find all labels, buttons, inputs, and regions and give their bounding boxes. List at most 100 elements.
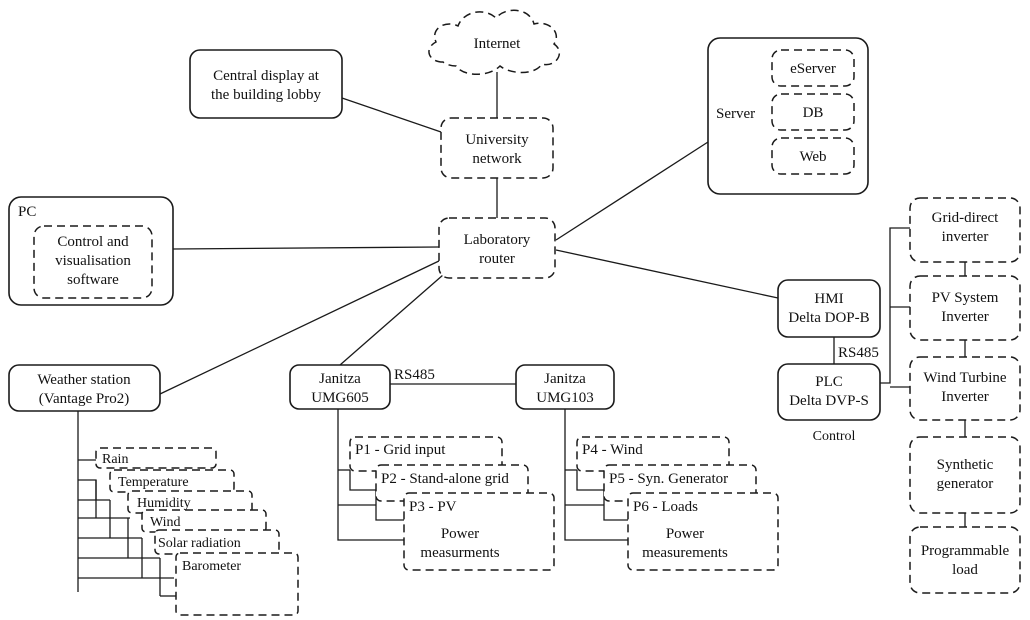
laboratory-router-box [438, 217, 556, 279]
link-router-hmi [555, 249, 779, 299]
central-display-label-line2: the building lobby [211, 87, 321, 103]
laboratory-router-label-line2: router [479, 251, 515, 267]
control-software-label-line2: visualisation [55, 253, 131, 269]
link-router-weather [159, 259, 442, 395]
point-label: P5 - Syn. Generator [609, 471, 728, 487]
ladder-spine [337, 402, 404, 541]
laboratory-router-node: Laboratory router [438, 217, 556, 279]
server-item-web-label: Web [799, 149, 826, 165]
device-label: Programmable [921, 543, 1010, 559]
device-grid-direct-inverter [909, 197, 1021, 263]
server-item-db [771, 93, 855, 131]
hmi-node: HMI Delta DOP-B [777, 279, 881, 338]
device-label: PV System [932, 290, 999, 306]
university-network-box [440, 117, 554, 179]
device-label: Inverter [941, 389, 988, 405]
server-label: Server [716, 106, 755, 122]
control-software-label-line1: Control and [57, 234, 129, 250]
device-programmable-load [909, 526, 1021, 594]
internet-label: Internet [474, 36, 521, 52]
janitza103-points: P4 - Wind P5 - Syn. Generator P6 - Loads… [576, 436, 779, 571]
janitza605-points: P1 - Grid input P2 - Stand-alone grid P3… [349, 436, 555, 571]
weather-sensors: Rain Temperature Humidity Wind Solar rad… [95, 447, 299, 616]
hmi-box [777, 279, 881, 338]
sensor-label: Solar radiation [158, 536, 241, 551]
point-label: P4 - Wind [582, 442, 643, 458]
plc-node: PLC Delta DVP-S [777, 363, 881, 421]
link-pc-router [172, 246, 440, 250]
janitza-umg605-node: Janitza UMG605 [289, 364, 391, 410]
plc-link-label: RS485 [838, 345, 879, 361]
device-label: load [952, 562, 978, 578]
weather-station-box [8, 364, 161, 412]
server-item-web [771, 137, 855, 175]
cloud-icon [428, 9, 560, 75]
point-label: P3 - PV [409, 499, 457, 515]
hmi-label-line2: Delta DOP-B [788, 310, 869, 326]
sensor-label: Barometer [182, 559, 241, 574]
server-item-eserver [771, 49, 855, 87]
sensor-label: Humidity [137, 496, 191, 511]
plc-device-bus [880, 227, 910, 384]
device-label: inverter [942, 229, 989, 245]
ladder-spine [564, 402, 628, 541]
janitza-umg605-label-line1: Janitza [319, 371, 361, 387]
sensor-label: Wind [150, 515, 181, 530]
ladder-rung [78, 479, 110, 501]
university-network-node: University network [440, 117, 554, 179]
central-display-box [189, 49, 343, 119]
point-label: P6 - Loads [633, 499, 698, 515]
janitza-umg103-node: Janitza UMG103 [515, 364, 615, 410]
device-wind-turbine-inverter [909, 356, 1021, 421]
hmi-label-line1: HMI [814, 291, 843, 307]
weather-station-node: Weather station (Vantage Pro2) [8, 364, 161, 412]
pc-label: PC [18, 204, 36, 220]
janitza-umg103-box [515, 364, 615, 410]
central-display-label-line1: Central display at [213, 68, 320, 84]
device-label: Synthetic [937, 457, 994, 473]
device-label: generator [937, 476, 994, 492]
control-software-box [33, 225, 153, 299]
control-software-label-line3: software [67, 272, 119, 288]
janitza-umg605-label-line2: UMG605 [311, 390, 369, 406]
meter-link-label: RS485 [394, 367, 435, 383]
plc-label-line1: PLC [815, 374, 843, 390]
server-node: Server eServer DB Web [707, 37, 869, 195]
device-label: Grid-direct [932, 210, 999, 226]
janitza-umg103-label-line1: Janitza [544, 371, 586, 387]
device-pv-system-inverter [909, 275, 1021, 341]
link-router-janitza605 [339, 267, 452, 366]
weather-sensor-ladder [77, 410, 176, 597]
sensor-label: Temperature [118, 475, 189, 490]
internet-node: Internet [428, 9, 560, 75]
laboratory-router-label-line1: Laboratory [464, 232, 531, 248]
power-measurements-caption-line1: Power [666, 526, 704, 542]
device-column: Grid-direct inverter PV System Inverter … [909, 197, 1021, 594]
link-display-university [341, 97, 442, 133]
janitza-umg103-label-line2: UMG103 [536, 390, 594, 406]
sensor-rain [95, 447, 217, 469]
device-label: Inverter [941, 309, 988, 325]
plc-box [777, 363, 881, 421]
server-item-db-label: DB [803, 105, 824, 121]
server-item-eserver-label: eServer [790, 61, 836, 77]
power-measurements-caption-line1: Power [441, 526, 479, 542]
connection-lines [77, 72, 966, 597]
weather-station-label-line1: Weather station [37, 372, 131, 388]
sensor-label: Rain [102, 452, 128, 467]
sensor-barometer [175, 552, 299, 616]
power-measurements-caption-line2: measurements [642, 545, 728, 561]
link-server-router [555, 141, 709, 241]
point-p6-loads [627, 492, 779, 571]
control-caption: Control [813, 429, 856, 444]
plc-label-line2: Delta DVP-S [789, 393, 869, 409]
pc-node: PC Control and visualisation software [8, 196, 174, 306]
central-display-node: Central display at the building lobby [189, 49, 343, 119]
device-label: Wind Turbine [923, 370, 1007, 386]
university-network-label-line1: University [465, 132, 529, 148]
point-p3-pv [403, 492, 555, 571]
device-synthetic-generator [909, 436, 1021, 514]
point-label: P2 - Stand-alone grid [381, 471, 509, 487]
power-measurements-caption-line2: measurments [420, 545, 499, 561]
